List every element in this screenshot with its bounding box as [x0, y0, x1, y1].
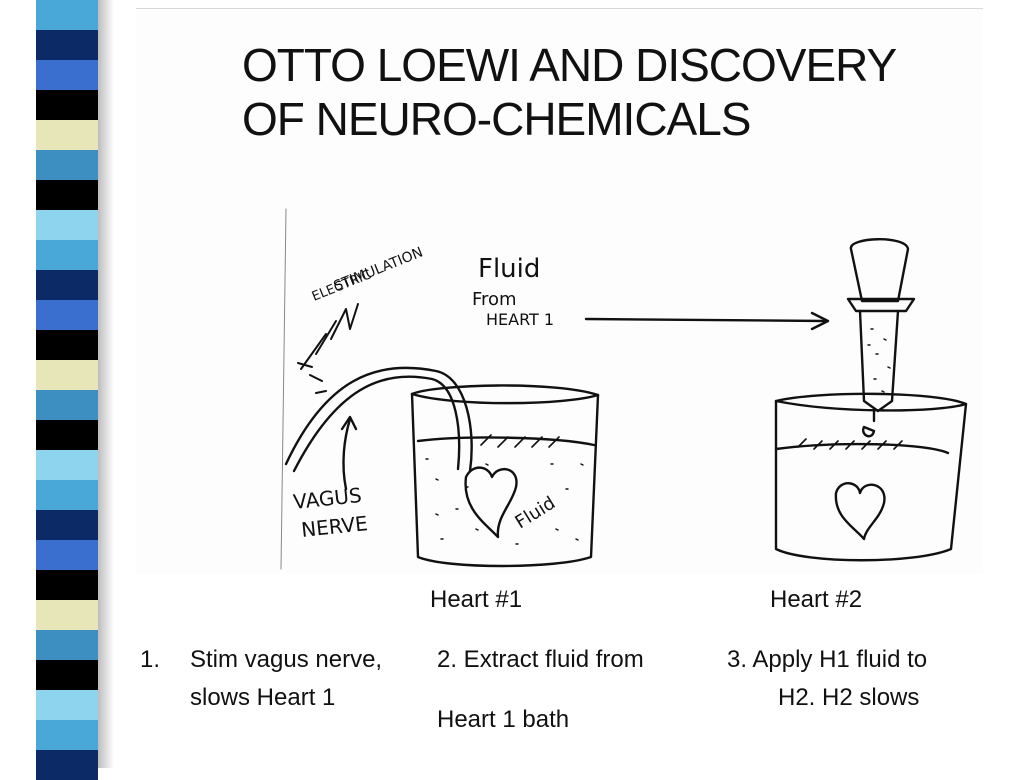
stripe-segment [36, 330, 98, 360]
stripe-segment [36, 150, 98, 180]
beaker-2 [774, 392, 968, 562]
step-1-number: 1. [140, 646, 161, 673]
step-3-line-2: H2. H2 slows [778, 684, 920, 711]
stripe-segment [36, 540, 98, 570]
step-1-line-1: Stim vagus nerve, [190, 646, 383, 673]
heart-1 [464, 466, 518, 539]
title-line-2: OF NEURO-CHEMICALS [242, 93, 751, 145]
stripe-segment [36, 300, 98, 330]
stripe-segment [36, 240, 98, 270]
stripe-shadow [98, 0, 114, 768]
stripe-segment [36, 180, 98, 210]
stripe-segment [36, 720, 98, 750]
heart-2 [834, 482, 886, 541]
label-fluid-from-2: From [472, 289, 517, 310]
title-line-1: OTTO LOEWI AND DISCOVERY [242, 39, 897, 91]
label-fluid-from-1: Fluid [478, 254, 540, 284]
stripe-segment [36, 120, 98, 150]
label-vagus: VAGUS [292, 483, 363, 514]
stripe-segment [36, 510, 98, 540]
stripe-segment [36, 450, 98, 480]
label-fluid: Fluid [512, 493, 560, 534]
label-fluid-from-3: HEART 1 [486, 310, 554, 329]
stripe-segment [36, 420, 98, 450]
step-3-line-1: 3. Apply H1 fluid to [727, 646, 928, 673]
dropper [849, 238, 910, 303]
stripe-segment [36, 390, 98, 420]
slide-title: OTTO LOEWI AND DISCOVERY OF NEURO-CHEMIC… [242, 38, 962, 146]
decorative-stripe [36, 0, 98, 780]
stripe-segment [36, 90, 98, 120]
label-stimulation: STIMULATION [332, 244, 426, 294]
stripe-segment [36, 660, 98, 690]
loewi-experiment-drawing: ELECTRIC STIMULATION Fluid From HEART 1 … [136, 8, 983, 574]
stripe-segment [36, 60, 98, 90]
stripe-segment [36, 630, 98, 660]
stripe-segment [36, 210, 98, 240]
stripe-segment [36, 570, 98, 600]
beaker-1 [410, 384, 600, 568]
stripe-segment [36, 750, 98, 780]
stripe-segment [36, 0, 98, 30]
stripe-segment [36, 30, 98, 60]
step-2-line-1: 2. Extract fluid from [437, 646, 644, 673]
stripe-segment [36, 690, 98, 720]
step-1-line-2: slows Heart 1 [190, 684, 336, 711]
step-2-line-2: Heart 1 bath [437, 706, 570, 733]
stripe-segment [36, 480, 98, 510]
label-nerve: NERVE [300, 511, 369, 542]
stripe-segment [36, 270, 98, 300]
stripe-segment [36, 360, 98, 390]
caption-heart-2: Heart #2 [770, 586, 863, 613]
stripe-segment [36, 600, 98, 630]
caption-heart-1: Heart #1 [430, 586, 523, 613]
